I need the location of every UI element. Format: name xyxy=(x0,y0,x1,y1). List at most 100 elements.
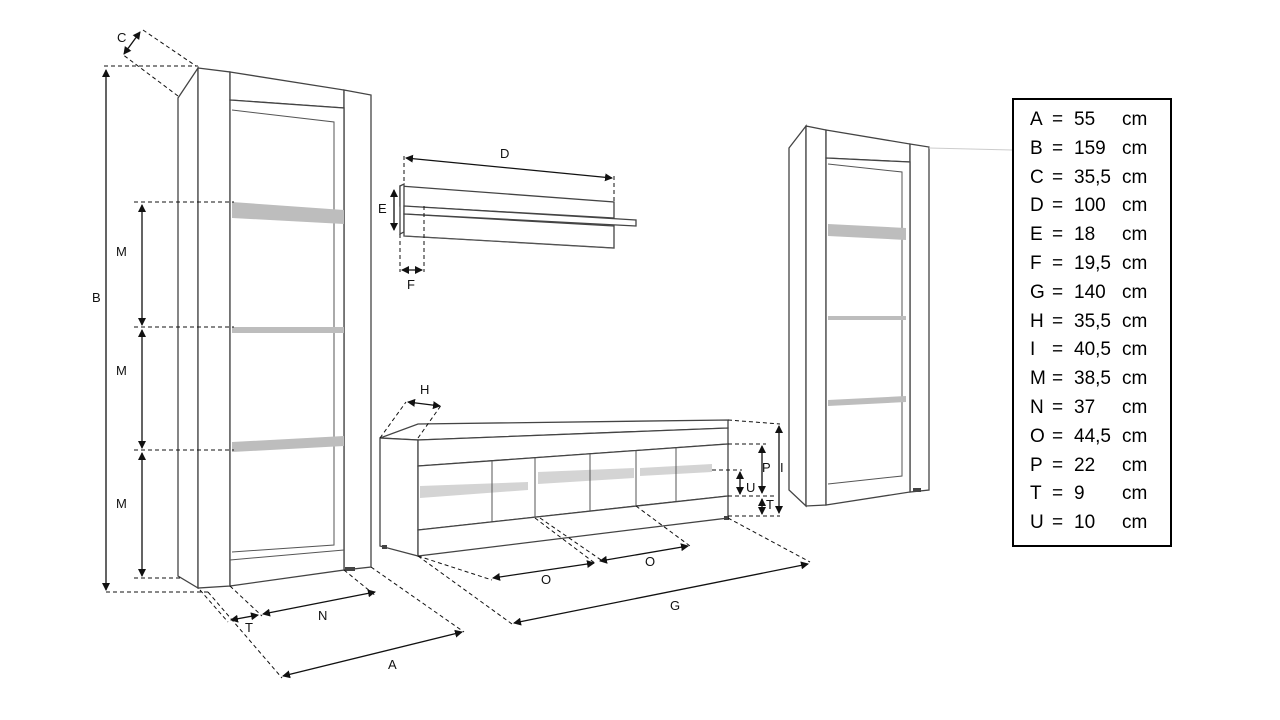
legend-equals: = xyxy=(1052,512,1064,534)
tv-unit xyxy=(379,419,729,557)
tv-unit-side xyxy=(379,437,419,557)
right-cabinet-shelf-2 xyxy=(828,316,906,320)
legend-value: 19,5 xyxy=(1074,252,1111,274)
left-cabinet-foot xyxy=(345,567,355,571)
legend-unit: cm xyxy=(1122,368,1148,390)
dimension-f: F xyxy=(399,206,425,292)
left-cabinet-shelf-3 xyxy=(232,436,344,452)
dimension-h: H xyxy=(379,382,443,439)
legend-unit: cm xyxy=(1122,483,1148,505)
wall-shelf xyxy=(399,182,637,249)
legend-equals: = xyxy=(1052,224,1064,246)
legend-equals: = xyxy=(1052,195,1064,217)
legend-value: 18 xyxy=(1074,224,1096,246)
legend-letter: B xyxy=(1030,137,1043,159)
legend-unit: cm xyxy=(1122,252,1148,274)
label-e: E xyxy=(378,201,387,216)
right-cabinet-shelf-3 xyxy=(828,396,906,406)
tv-unit-glass-shelf-1 xyxy=(420,482,528,498)
legend-letter: E xyxy=(1030,224,1043,246)
legend-unit: cm xyxy=(1122,396,1148,418)
legend-equals: = xyxy=(1052,483,1064,505)
legend-unit: cm xyxy=(1122,224,1148,246)
legend-value: 35,5 xyxy=(1074,310,1111,332)
legend-value: 44,5 xyxy=(1074,425,1111,447)
legend-equals: = xyxy=(1052,281,1064,303)
legend-letter: H xyxy=(1030,310,1044,332)
left-cabinet-stile-left xyxy=(197,67,231,589)
dimension-a: A xyxy=(207,566,465,679)
dimension-m: M M M xyxy=(116,201,234,579)
legend-unit: cm xyxy=(1122,195,1148,217)
tv-unit-glass-shelf-2 xyxy=(538,468,634,484)
dimension-t-n: T N xyxy=(199,569,377,635)
legend-row-f: F = 19,5 cm xyxy=(1030,250,1170,279)
legend-value: 55 xyxy=(1074,109,1096,130)
label-a: A xyxy=(388,657,397,672)
label-f: F xyxy=(407,277,415,292)
right-cabinet-stile-left xyxy=(805,125,827,507)
left-cabinet-stile-right xyxy=(343,89,372,571)
left-cabinet-inner-frame xyxy=(231,109,335,553)
right-cabinet-shelf-1 xyxy=(828,224,906,240)
left-cabinet-side xyxy=(177,65,199,590)
legend-value: 159 xyxy=(1074,137,1106,159)
right-cabinet-inner-frame xyxy=(827,163,903,485)
left-cabinet-shelf-1 xyxy=(232,202,344,224)
legend-unit: cm xyxy=(1122,512,1148,534)
legend-letter: A xyxy=(1030,109,1043,130)
left-tall-cabinet xyxy=(177,65,372,590)
legend-equals: = xyxy=(1052,310,1064,332)
right-tall-cabinet xyxy=(788,124,1013,508)
legend-value: 40,5 xyxy=(1074,339,1111,361)
legend-equals: = xyxy=(1052,368,1064,390)
right-cabinet-glass xyxy=(825,157,911,506)
dimension-g: G xyxy=(417,517,811,626)
legend-row-c: C = 35,5 cm xyxy=(1030,164,1170,193)
legend-letter: M xyxy=(1030,368,1046,390)
label-o-2: O xyxy=(645,554,655,569)
legend-row-t: T = 9 cm xyxy=(1030,480,1170,509)
legend-value: 35,5 xyxy=(1074,166,1111,188)
legend-value: 9 xyxy=(1074,483,1085,505)
left-cabinet-shelf-2 xyxy=(232,327,344,333)
shelf-front-lip xyxy=(403,205,637,227)
label-t-left: T xyxy=(245,620,253,635)
legend-letter: D xyxy=(1030,195,1044,217)
label-m-1: M xyxy=(116,244,127,259)
legend-equals: = xyxy=(1052,166,1064,188)
legend-equals: = xyxy=(1052,339,1064,361)
right-cabinet-top xyxy=(825,129,911,163)
legend-letter: F xyxy=(1030,252,1042,274)
legend-unit: cm xyxy=(1122,454,1148,476)
legend-unit: cm xyxy=(1122,109,1148,130)
label-i: I xyxy=(780,460,784,475)
legend-row-e: E = 18 cm xyxy=(1030,221,1170,250)
dimension-e: E xyxy=(378,189,398,231)
legend-equals: = xyxy=(1052,252,1064,274)
label-m-2: M xyxy=(116,363,127,378)
dimension-c: C xyxy=(117,29,197,97)
legend-equals: = xyxy=(1052,425,1064,447)
legend-value: 10 xyxy=(1074,512,1096,534)
label-u: U xyxy=(746,480,755,495)
legend-letter: T xyxy=(1030,483,1042,505)
label-h: H xyxy=(420,382,429,397)
label-c: C xyxy=(117,30,126,45)
legend-equals: = xyxy=(1052,396,1064,418)
legend-value: 37 xyxy=(1074,396,1096,418)
legend-unit: cm xyxy=(1122,166,1148,188)
legend-letter: P xyxy=(1030,454,1043,476)
legend-letter: C xyxy=(1030,166,1044,188)
dimension-b: B xyxy=(92,65,208,593)
